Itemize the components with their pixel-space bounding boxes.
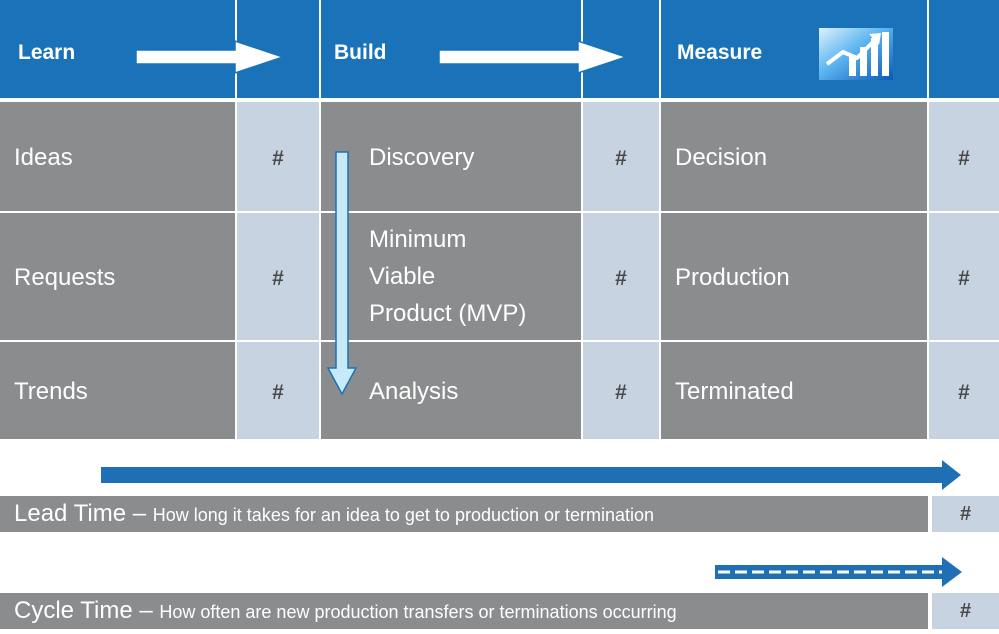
measure-decision-label: Decision <box>675 144 768 171</box>
mvp-line: Viable <box>369 263 436 290</box>
build-cell-mvp: Minimum Viable Product (MVP) <box>321 213 581 340</box>
cycle-time-arrow-icon <box>715 557 962 587</box>
build-mvp-label: Minimum Viable Product (MVP) <box>369 221 526 332</box>
learn-cell-ideas: Ideas <box>0 102 235 211</box>
decision-count-cell: # <box>929 102 999 211</box>
trends-count-cell: # <box>237 342 319 439</box>
header-learn: Learn <box>0 0 235 98</box>
requests-count: # <box>272 267 284 290</box>
lead-time-description: How long it takes for an idea to get to … <box>152 505 655 525</box>
mvp-count: # <box>615 267 627 290</box>
measure-cell-decision: Decision <box>661 102 927 211</box>
terminated-count: # <box>958 381 970 404</box>
lead-time-title: Lead Time <box>14 500 127 527</box>
measure-terminated-label: Terminated <box>675 378 794 405</box>
build-flow-down-arrow-icon <box>326 151 358 396</box>
terminated-count-cell: # <box>929 342 999 439</box>
ideas-count: # <box>272 147 284 170</box>
measure-production-label: Production <box>675 264 790 291</box>
production-count-cell: # <box>929 213 999 340</box>
learn-requests-label: Requests <box>14 264 116 291</box>
build-to-measure-arrow-icon <box>438 39 629 75</box>
cycle-time-count: # <box>932 593 999 629</box>
learn-cell-requests: Requests <box>0 213 235 340</box>
cycle-time-bar: Cycle Time – How often are new productio… <box>0 593 928 629</box>
mvp-line: Minimum <box>369 226 467 253</box>
measure-cell-production: Production <box>661 213 927 340</box>
cycle-time-title: Cycle Time <box>14 597 133 624</box>
decision-count: # <box>958 147 970 170</box>
header-learn-label: Learn <box>18 41 76 64</box>
analysis-count-cell: # <box>583 342 659 439</box>
measure-cell-terminated: Terminated <box>661 342 927 439</box>
lead-time-count: # <box>932 496 999 532</box>
learn-to-build-arrow-icon <box>135 39 286 75</box>
build-cell-discovery: Discovery <box>321 102 581 211</box>
header-build-label: Build <box>334 41 387 64</box>
build-discovery-label: Discovery <box>369 144 475 171</box>
cycle-time-dash: – <box>132 597 160 624</box>
build-analysis-label: Analysis <box>369 378 459 405</box>
header-build: Build <box>321 0 581 98</box>
learn-trends-label: Trends <box>14 378 88 405</box>
cycle-time-description: How often are new production transfers o… <box>159 602 677 622</box>
build-cell-analysis: Analysis <box>321 342 581 439</box>
lead-time-bar: Lead Time – How long it takes for an ide… <box>0 496 928 532</box>
lead-time-dash: – <box>126 500 153 527</box>
header-measure-count-cell <box>929 0 999 98</box>
learn-cell-trends: Trends <box>0 342 235 439</box>
learn-ideas-label: Ideas <box>14 144 73 171</box>
production-count: # <box>958 267 970 290</box>
trends-count: # <box>272 381 284 404</box>
bar-chart-icon <box>819 28 893 80</box>
mvp-count-cell: # <box>583 213 659 340</box>
ideas-count-cell: # <box>237 102 319 211</box>
header-measure-label: Measure <box>677 41 763 64</box>
lead-time-arrow-icon <box>101 460 961 490</box>
discovery-count: # <box>615 147 627 170</box>
mvp-line: Product (MVP) <box>369 300 527 327</box>
discovery-count-cell: # <box>583 102 659 211</box>
requests-count-cell: # <box>237 213 319 340</box>
analysis-count: # <box>615 381 627 404</box>
